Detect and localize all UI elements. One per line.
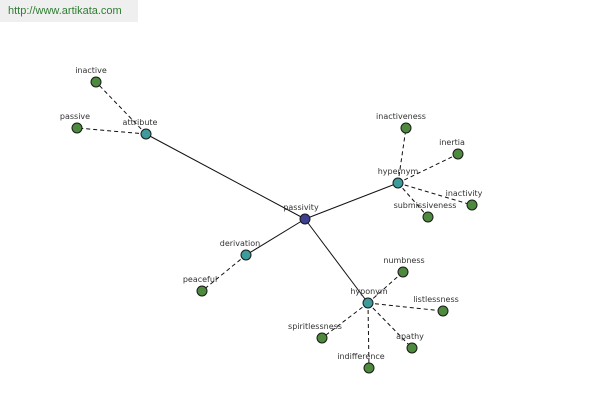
- leaf-node-label: inactiveness: [376, 112, 426, 121]
- leaf-node-spiritlessness[interactable]: spiritlessness: [288, 322, 342, 344]
- center-node-label: passivity: [283, 203, 319, 212]
- leaf-node-inactivity[interactable]: inactivity: [446, 189, 483, 211]
- relation-node-derivation[interactable]: derivation: [220, 239, 260, 261]
- leaf-node-peaceful[interactable]: peaceful: [183, 275, 217, 297]
- edge-derivation-peaceful: [201, 254, 247, 292]
- leaf-node-inactive[interactable]: inactive: [75, 66, 107, 88]
- leaf-node-indifference[interactable]: indifference: [337, 352, 385, 374]
- leaf-node-dot[interactable]: [397, 266, 409, 278]
- edge-hyponym-numbness: [367, 271, 404, 304]
- edge-hyponym-apathy: [367, 302, 413, 349]
- edge-passivity-hypernym: [304, 182, 399, 220]
- relation-node-dot[interactable]: [362, 297, 374, 309]
- leaf-node-submissiveness[interactable]: submissiveness: [394, 201, 457, 223]
- leaf-node-label: spiritlessness: [288, 322, 342, 331]
- edge-attribute-inactive: [95, 81, 147, 135]
- edge-attribute-passive: [76, 127, 147, 135]
- leaf-node-dot[interactable]: [422, 211, 434, 223]
- relation-node-hypernym[interactable]: hypernym: [378, 167, 419, 189]
- leaf-node-label: apathy: [396, 332, 424, 341]
- relation-node-label: derivation: [220, 239, 260, 248]
- edge-hypernym-inactiveness: [397, 127, 407, 184]
- edge-hyponym-listlessness: [367, 302, 444, 312]
- relation-node-dot[interactable]: [140, 128, 152, 140]
- relation-node-label: hyponym: [350, 287, 388, 296]
- leaf-node-dot[interactable]: [363, 362, 375, 374]
- leaf-node-inertia[interactable]: inertia: [439, 138, 465, 160]
- leaf-node-listlessness[interactable]: listlessness: [413, 295, 459, 317]
- edge-hyponym-spiritlessness: [321, 302, 369, 339]
- leaf-node-label: inactivity: [446, 189, 483, 198]
- leaf-node-dot[interactable]: [90, 76, 102, 88]
- leaf-node-label: listlessness: [413, 295, 459, 304]
- leaf-node-passive[interactable]: passive: [60, 112, 90, 134]
- leaf-node-label: passive: [60, 112, 90, 121]
- edge-hyponym-indifference: [367, 302, 370, 369]
- center-node-passivity[interactable]: passivity: [283, 203, 319, 225]
- leaf-node-label: inertia: [439, 138, 465, 147]
- relation-node-label: attribute: [123, 118, 158, 127]
- leaf-node-dot[interactable]: [406, 342, 418, 354]
- leaf-node-dot[interactable]: [400, 122, 412, 134]
- leaf-node-dot[interactable]: [437, 305, 449, 317]
- leaf-node-dot[interactable]: [71, 122, 83, 134]
- edge-hypernym-inactivity: [397, 182, 473, 206]
- leaf-node-label: numbness: [383, 256, 424, 265]
- relation-node-dot[interactable]: [240, 249, 252, 261]
- center-node-dot[interactable]: [299, 213, 311, 225]
- leaf-node-dot[interactable]: [452, 148, 464, 160]
- relation-node-hyponym[interactable]: hyponym: [350, 287, 388, 309]
- relation-node-label: hypernym: [378, 167, 419, 176]
- leaf-node-label: peaceful: [183, 275, 217, 284]
- leaf-node-apathy[interactable]: apathy: [396, 332, 424, 354]
- relation-node-attribute[interactable]: attribute: [123, 118, 158, 140]
- relation-node-dot[interactable]: [392, 177, 404, 189]
- edge-passivity-derivation: [245, 218, 306, 256]
- leaf-node-label: indifference: [337, 352, 385, 361]
- edge-passivity-hyponym: [304, 218, 369, 304]
- site-url-link[interactable]: http://www.artikata.com: [0, 0, 138, 22]
- leaf-node-dot[interactable]: [466, 199, 478, 211]
- leaf-node-dot[interactable]: [196, 285, 208, 297]
- leaf-node-inactiveness[interactable]: inactiveness: [376, 112, 426, 134]
- edge-passivity-attribute: [145, 133, 306, 220]
- leaf-node-label: submissiveness: [394, 201, 457, 210]
- leaf-node-dot[interactable]: [316, 332, 328, 344]
- leaf-node-label: inactive: [75, 66, 107, 75]
- leaf-node-numbness[interactable]: numbness: [383, 256, 425, 278]
- edge-hypernym-submissiveness: [397, 182, 429, 218]
